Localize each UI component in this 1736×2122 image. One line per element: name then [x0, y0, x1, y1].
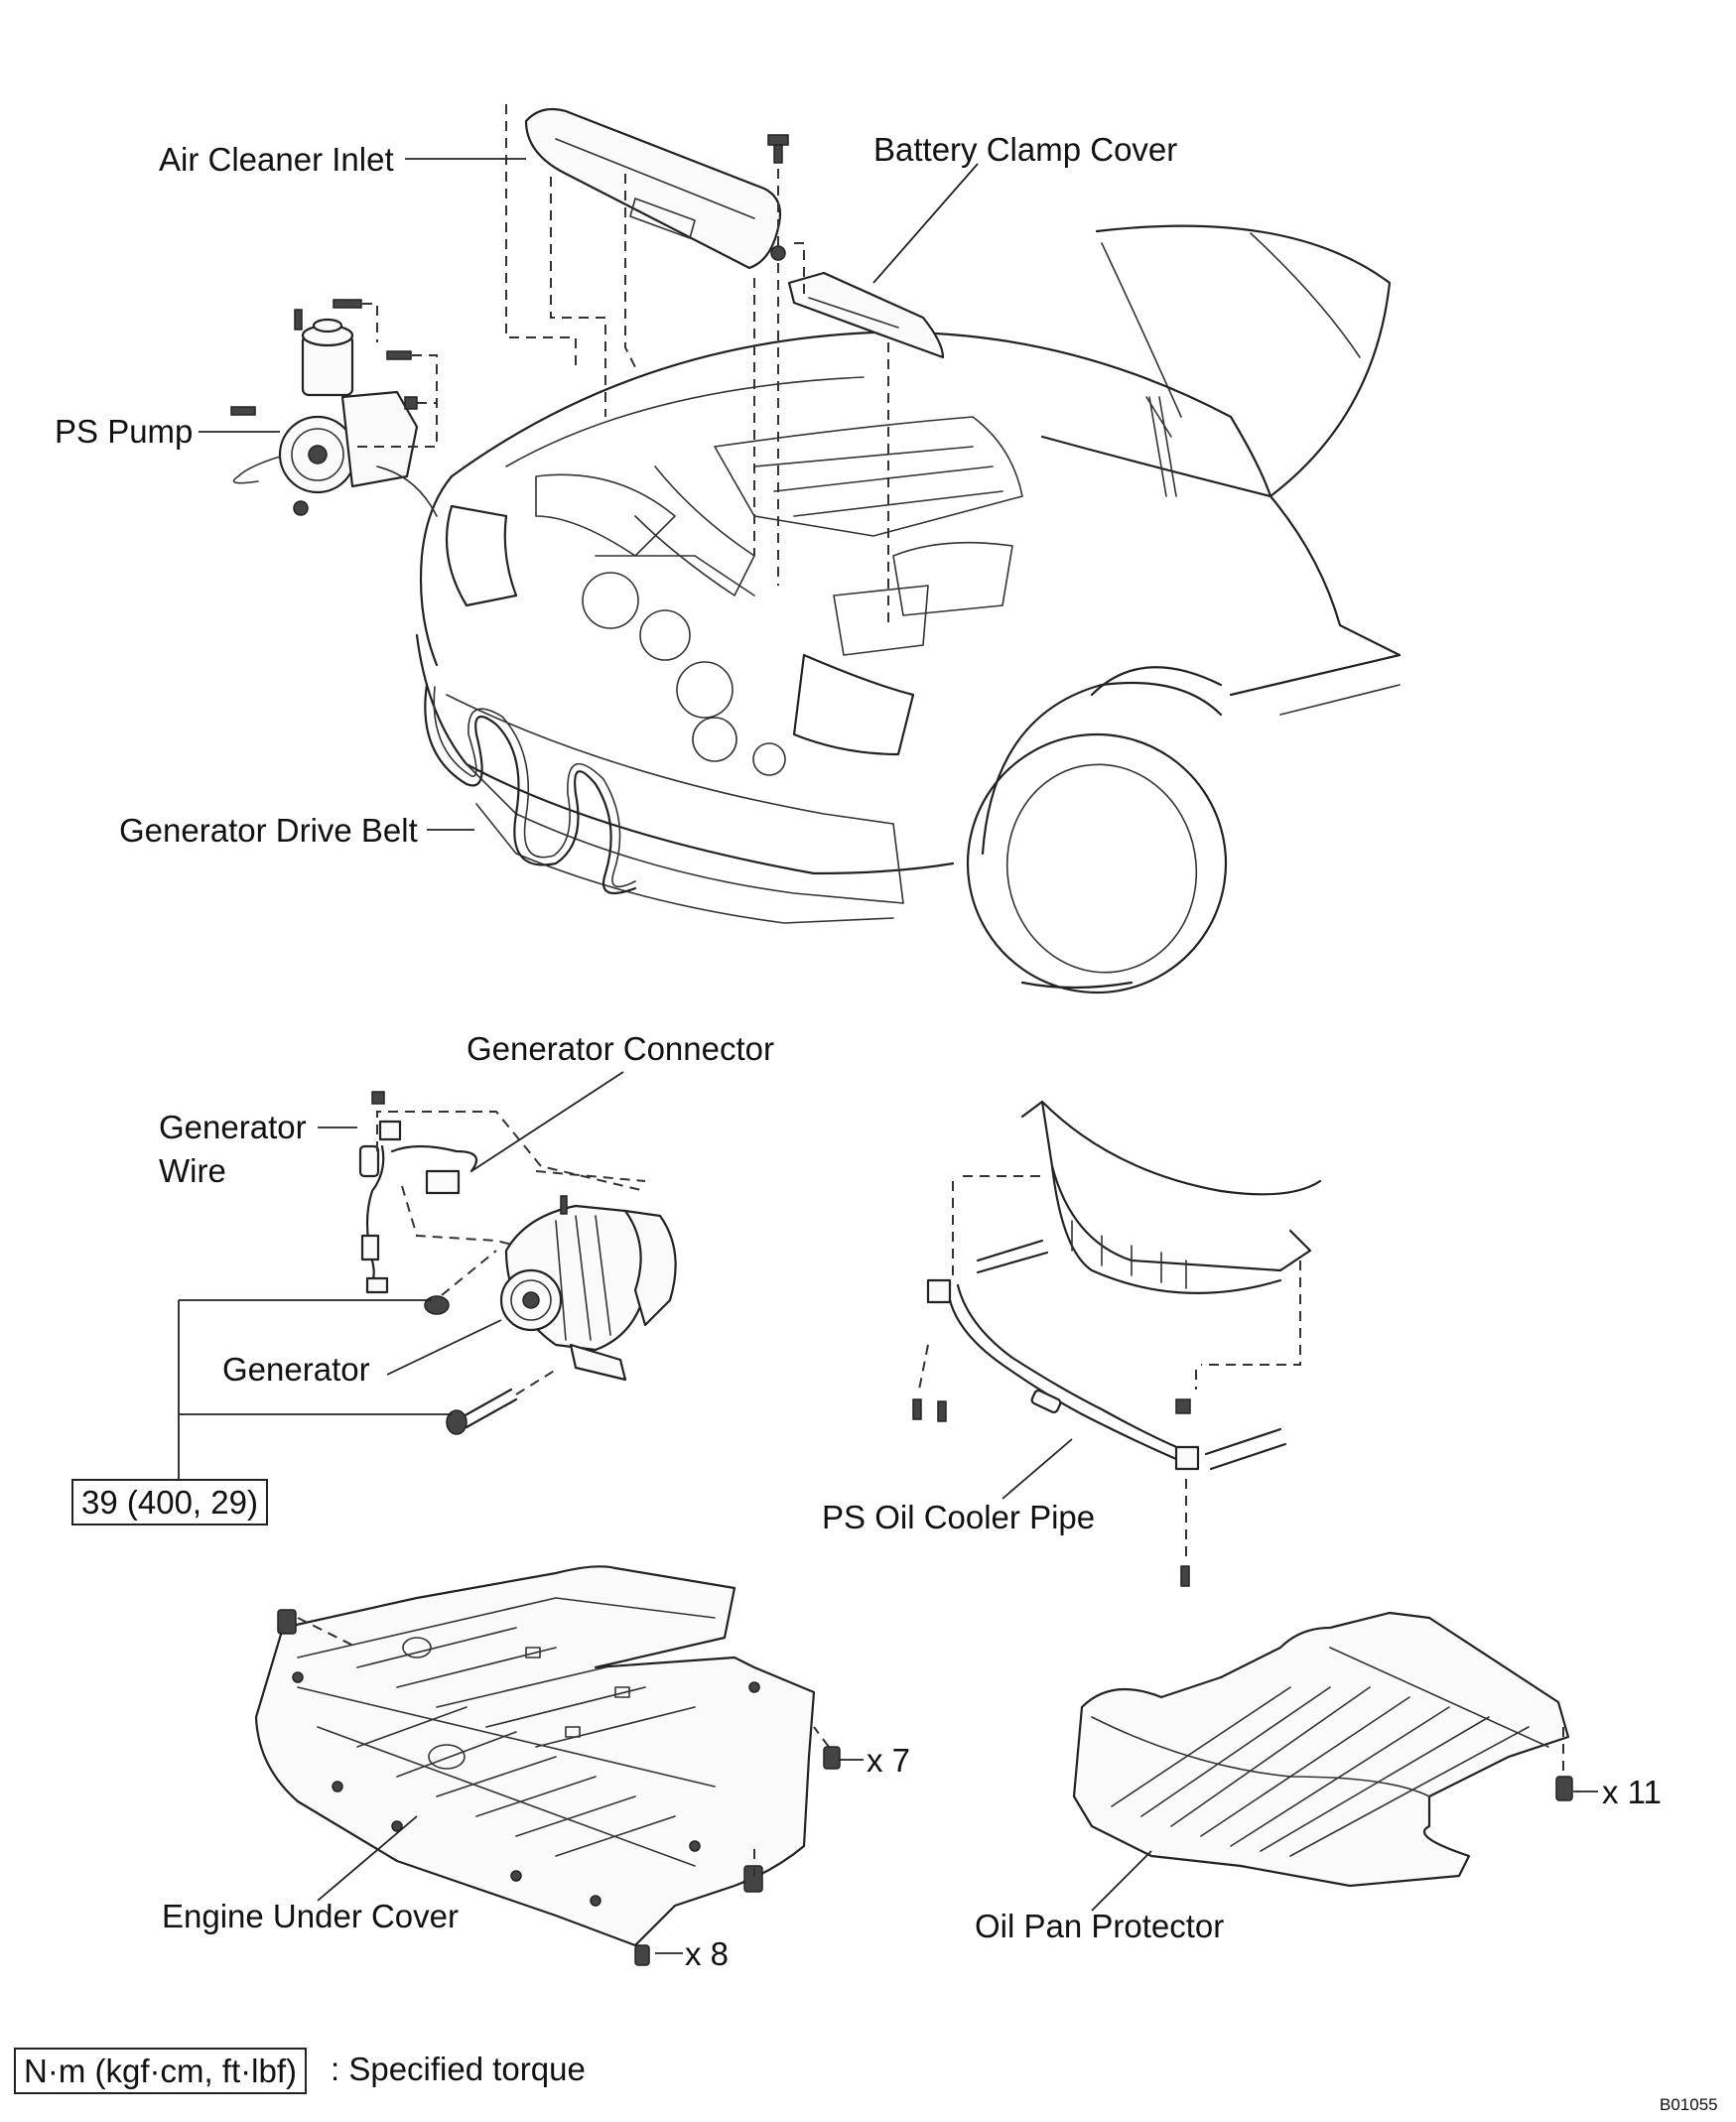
label-engine-under-cover: Engine Under Cover: [162, 1898, 459, 1934]
oil-pan-protector-part: [1072, 1611, 1573, 1888]
torque-spec-box: 39 (400, 29): [71, 1479, 268, 1525]
torque-legend-text: : Specified torque: [331, 2051, 586, 2087]
car-body-illustration: [415, 224, 1402, 995]
figure-code: B01055: [1660, 2095, 1718, 2114]
label-air-cleaner-inlet: Air Cleaner Inlet: [159, 141, 394, 178]
air-cleaner-inlet-part: [505, 104, 782, 417]
generator-part: [358, 1091, 677, 1435]
label-oil-pan-protector: Oil Pan Protector: [975, 1908, 1225, 1944]
label-generator-connector: Generator Connector: [467, 1030, 775, 1067]
label-battery-clamp-cover: Battery Clamp Cover: [873, 131, 1178, 168]
label-generator-wire-2: Wire: [159, 1152, 226, 1189]
label-generator-drive-belt: Generator Drive Belt: [119, 812, 418, 849]
battery-clamp-cover-part: [753, 134, 945, 625]
count-under-cover-side: x 7: [867, 1742, 911, 1779]
label-ps-oil-cooler-pipe: PS Oil Cooler Pipe: [822, 1499, 1096, 1535]
ps-pump-part: [230, 299, 438, 517]
label-generator: Generator: [222, 1351, 370, 1388]
ps-oil-cooler-pipe-part: [912, 1100, 1322, 1587]
count-under-cover-front: x 8: [685, 1935, 730, 1972]
torque-unit-legend-box: N·m (kgf·cm, ft·lbf): [14, 2048, 307, 2094]
label-ps-pump: PS Pump: [55, 413, 194, 450]
leader-lines: [178, 158, 1598, 1954]
engine-under-cover-part: [254, 1565, 841, 1966]
label-generator-wire-1: Generator: [159, 1109, 307, 1145]
count-protector: x 11: [1602, 1774, 1662, 1810]
